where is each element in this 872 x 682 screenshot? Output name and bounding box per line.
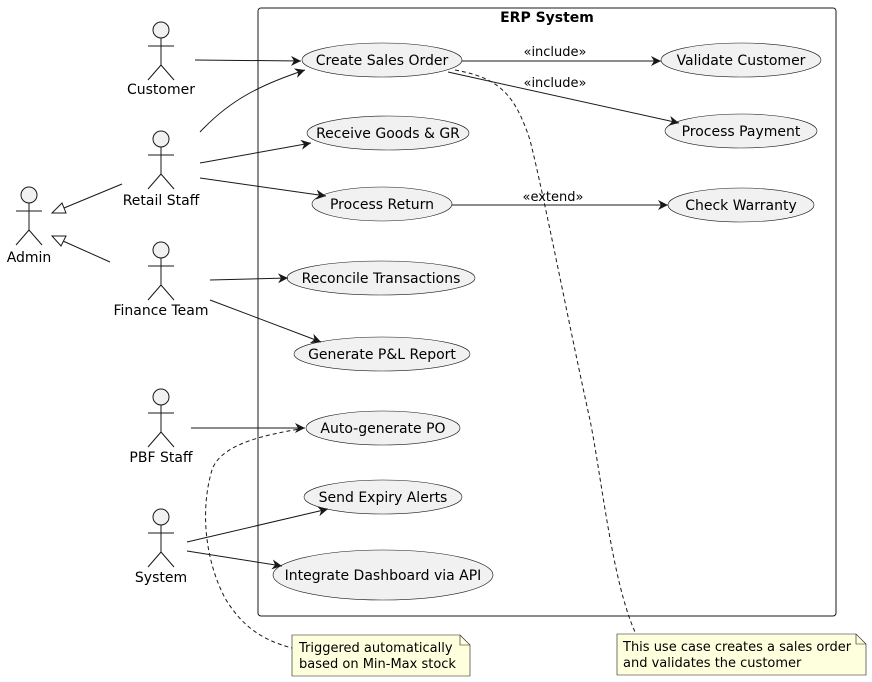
assoc-system-dashboard bbox=[186, 550, 283, 570]
actor-label-customer: Customer bbox=[127, 82, 195, 98]
svg-text:Send Expiry Alerts: Send Expiry Alerts bbox=[319, 490, 448, 506]
include-payment-line bbox=[447, 71, 680, 126]
assoc-retail-process-return bbox=[199, 177, 327, 200]
generalization-finance-admin bbox=[50, 235, 111, 263]
svg-text:Integrate Dashboard via API: Integrate Dashboard via API bbox=[285, 568, 482, 584]
actor-finance-team[interactable] bbox=[147, 241, 175, 301]
actor-system[interactable] bbox=[147, 508, 175, 568]
svg-text:Receive Goods & GR: Receive Goods & GR bbox=[316, 126, 460, 142]
actor-pbf-staff[interactable] bbox=[147, 388, 175, 448]
note-connector-order bbox=[454, 69, 636, 633]
svg-text:This use case creates a sales: This use case creates a sales order bbox=[622, 640, 852, 655]
note-auto-po: Triggered automatically based on Min-Max… bbox=[291, 634, 471, 677]
actor-label-admin: Admin bbox=[7, 250, 52, 266]
svg-text:Reconcile Transactions: Reconcile Transactions bbox=[302, 271, 461, 287]
actor-customer[interactable] bbox=[147, 21, 175, 81]
assoc-retail-receive-goods bbox=[199, 139, 312, 164]
svg-text:Check Warranty: Check Warranty bbox=[685, 198, 797, 214]
svg-text:Process Payment: Process Payment bbox=[682, 124, 801, 140]
system-title: ERP System bbox=[500, 10, 594, 26]
note-connector-po bbox=[205, 427, 305, 649]
svg-text:based on Min-Max stock: based on Min-Max stock bbox=[299, 657, 456, 672]
svg-text:Process Return: Process Return bbox=[330, 197, 434, 213]
usecase-send-expiry-alerts[interactable]: Send Expiry Alerts bbox=[303, 479, 463, 515]
actor-label-pbf-staff: PBF Staff bbox=[129, 450, 193, 466]
svg-text:Auto-generate PO: Auto-generate PO bbox=[320, 421, 445, 437]
label-extend-warranty: «extend» bbox=[523, 190, 584, 205]
usecase-validate-customer[interactable]: Validate Customer bbox=[660, 42, 822, 78]
label-include-payment: «include» bbox=[523, 76, 586, 91]
note-sales-order: This use case creates a sales order and … bbox=[616, 633, 867, 676]
generalization-retail-admin bbox=[50, 183, 123, 214]
usecase-process-return[interactable]: Process Return bbox=[311, 186, 453, 222]
label-include-validate: «include» bbox=[523, 45, 586, 60]
assoc-finance-reconcile bbox=[209, 273, 289, 284]
actor-retail-staff[interactable] bbox=[147, 130, 175, 190]
usecase-auto-generate-po[interactable]: Auto-generate PO bbox=[305, 410, 461, 446]
usecase-process-payment[interactable]: Process Payment bbox=[664, 113, 818, 149]
usecase-create-sales-order[interactable]: Create Sales Order bbox=[301, 42, 463, 78]
svg-text:Generate P&L Report: Generate P&L Report bbox=[308, 347, 456, 363]
svg-text:and validates the customer: and validates the customer bbox=[623, 656, 802, 671]
actor-label-finance-team: Finance Team bbox=[113, 303, 208, 319]
usecase-generate-pl-report[interactable]: Generate P&L Report bbox=[293, 336, 471, 372]
svg-text:Triggered automatically: Triggered automatically bbox=[298, 641, 453, 656]
association-lines bbox=[186, 55, 680, 570]
system-boundary bbox=[257, 7, 837, 617]
assoc-finance-generate-report bbox=[209, 299, 322, 344]
actor-label-system: System bbox=[135, 570, 187, 586]
usecase-integrate-dashboard[interactable]: Integrate Dashboard via API bbox=[272, 549, 494, 601]
svg-text:Create Sales Order: Create Sales Order bbox=[316, 53, 449, 69]
usecase-receive-goods[interactable]: Receive Goods & GR bbox=[306, 115, 470, 151]
usecase-check-warranty[interactable]: Check Warranty bbox=[667, 187, 815, 223]
actor-admin[interactable] bbox=[15, 186, 43, 246]
assoc-customer-create-order bbox=[194, 55, 302, 66]
svg-text:Validate Customer: Validate Customer bbox=[677, 53, 806, 69]
assoc-retail-create-order bbox=[199, 68, 306, 133]
usecase-reconcile-transactions[interactable]: Reconcile Transactions bbox=[286, 260, 476, 296]
actor-label-retail-staff: Retail Staff bbox=[123, 193, 200, 209]
assoc-system-expiry bbox=[186, 506, 329, 543]
